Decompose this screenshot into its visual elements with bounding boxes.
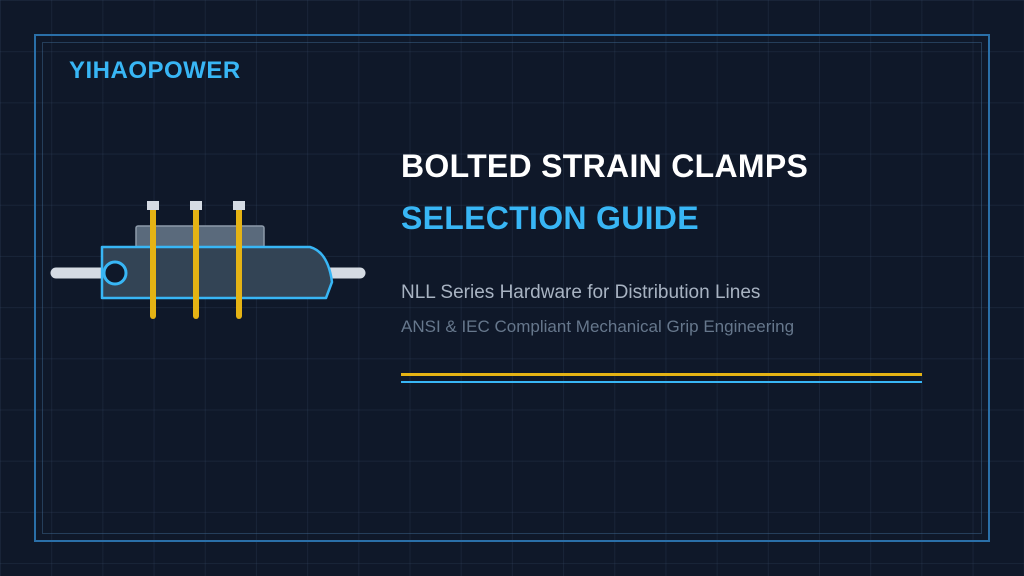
description-line-1: NLL Series Hardware for Distribution Lin…	[401, 282, 761, 303]
blue-divider	[401, 381, 922, 383]
brand-logo-text: YIHAOPOWER	[69, 57, 241, 84]
bolted-strain-clamp-icon	[50, 201, 366, 319]
outer-frame	[34, 34, 990, 542]
nut-1	[147, 201, 159, 210]
nut-3	[233, 201, 245, 210]
nut-2	[190, 201, 202, 210]
clamp-body	[100, 245, 334, 300]
inner-frame	[42, 42, 982, 534]
clamp-eye-hole	[102, 260, 128, 286]
description-line-2: ANSI & IEC Compliant Mechanical Grip Eng…	[401, 317, 795, 336]
page-subtitle: SELECTION GUIDE	[401, 200, 699, 236]
gold-divider	[401, 373, 922, 376]
page-title: BOLTED STRAIN CLAMPS	[401, 148, 809, 184]
